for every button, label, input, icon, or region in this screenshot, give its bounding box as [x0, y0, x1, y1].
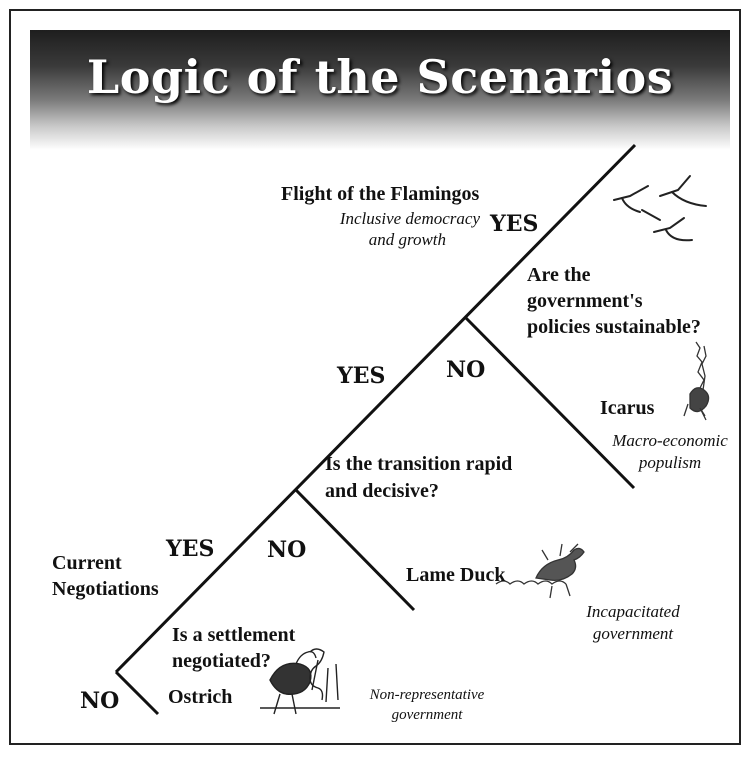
scenario-lame-duck-desc-1: Incapacitated	[586, 602, 680, 621]
ostrich-icon	[260, 648, 340, 715]
scenario-icarus-desc-1: Macro-economic	[612, 431, 728, 450]
scenario-icarus-desc-2: populism	[638, 453, 702, 472]
lame-duck-icon	[495, 543, 585, 599]
branch-no-1: NO	[80, 688, 120, 714]
sustainable-no-line	[463, 315, 636, 490]
scenario-icarus-name: Icarus	[600, 397, 655, 419]
settlement-no-line	[114, 670, 160, 716]
branch-yes-top: YES	[490, 211, 539, 237]
page-title: Logic of the Scenarios	[86, 50, 674, 104]
question-transition-1: Is the transition rapid	[325, 453, 513, 475]
scenario-ostrich-desc-2: government	[391, 707, 463, 723]
question-transition-2: and decisive?	[325, 480, 439, 502]
scenario-lame-duck-name: Lame Duck	[406, 564, 506, 586]
branch-no-3: NO	[446, 357, 486, 383]
flamingos-icon	[613, 175, 707, 242]
question-sustainable-1: Are the	[527, 264, 591, 286]
transition-no-line	[293, 487, 416, 612]
question-sustainable-2: government's	[527, 290, 643, 312]
scenario-ostrich-name: Ostrich	[168, 686, 233, 708]
scenario-flamingos-desc-2: and growth	[368, 230, 446, 249]
scenario-flamingos-name: Flight of the Flamingos	[281, 183, 480, 205]
branch-yes-2: YES	[166, 536, 215, 562]
current-negotiations-2: Negotiations	[52, 578, 159, 600]
question-settlement-1: Is a settlement	[172, 624, 296, 646]
icarus-icon	[683, 341, 710, 421]
branch-no-2: NO	[267, 537, 307, 563]
scenario-lame-duck-desc-2: government	[592, 624, 674, 643]
branch-yes-3: YES	[337, 363, 386, 389]
scenario-ostrich-desc-1: Non-representative	[369, 687, 485, 703]
title-band	[30, 30, 730, 150]
current-negotiations-1: Current	[52, 552, 122, 574]
scenario-flamingos-desc-1: Inclusive democracy	[339, 209, 480, 228]
main-branch-line	[114, 143, 637, 674]
question-settlement-2: negotiated?	[172, 650, 271, 672]
question-sustainable-3: policies sustainable?	[527, 316, 701, 338]
